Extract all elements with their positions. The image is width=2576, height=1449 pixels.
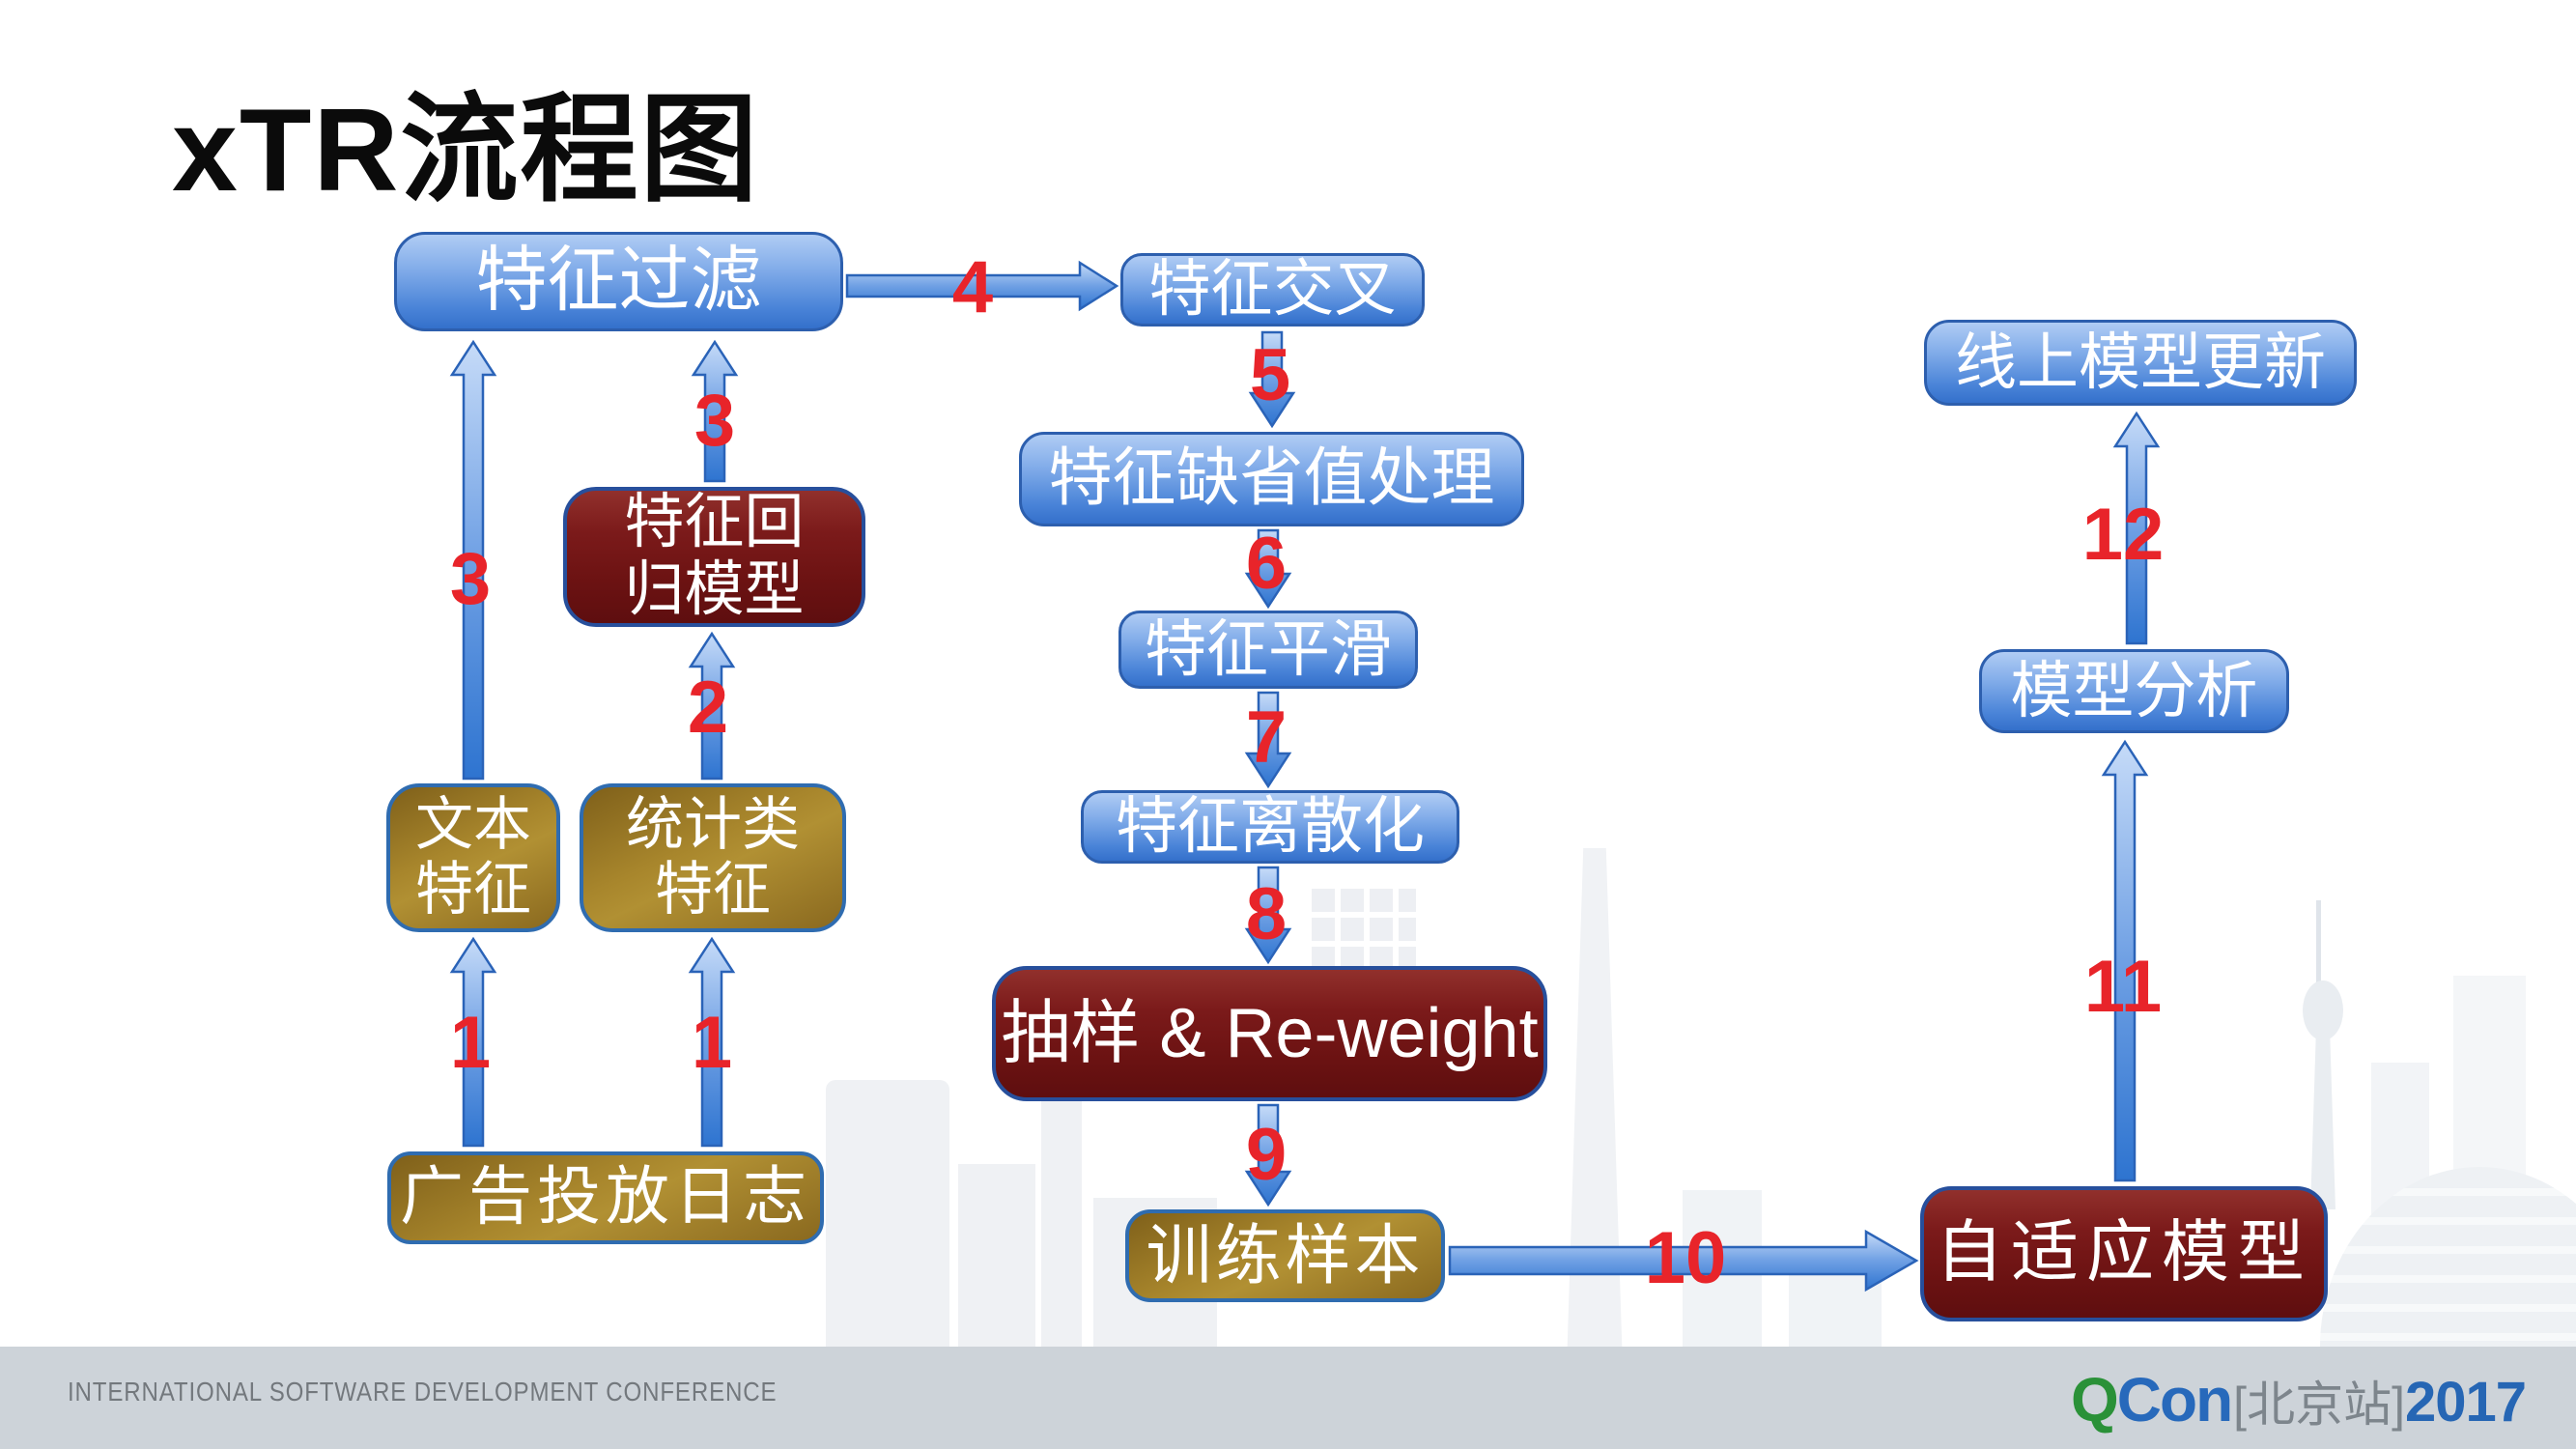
step-label-6: 6 bbox=[1245, 523, 1288, 605]
step-label-8: 8 bbox=[1245, 873, 1288, 955]
arrow-step1-right-icon bbox=[688, 936, 736, 1148]
arrow-step1-left-icon bbox=[449, 936, 497, 1148]
node-label: 抽样 & Re-weight bbox=[1001, 994, 1539, 1072]
node-feature-regression-model: 特征回 归模型 bbox=[563, 487, 865, 627]
node-label-line1: 统计类 bbox=[626, 792, 800, 857]
node-feature-filter: 特征过滤 bbox=[394, 232, 843, 331]
node-adaptive-model: 自适应模型 bbox=[1920, 1186, 2328, 1321]
node-missing-value-handling: 特征缺省值处理 bbox=[1019, 432, 1524, 526]
node-feature-smoothing: 特征平滑 bbox=[1118, 611, 1418, 689]
node-label: 自适应模型 bbox=[1936, 1215, 2312, 1291]
step-label-10: 10 bbox=[1644, 1217, 1727, 1299]
arrow-step3-mid-icon bbox=[691, 339, 739, 483]
node-label: 模型分析 bbox=[2010, 656, 2258, 725]
node-label-line1: 文本 bbox=[415, 792, 531, 857]
arrow-step3-left-icon bbox=[449, 339, 497, 781]
arrow-step8-icon bbox=[1244, 866, 1292, 965]
node-ad-serving-logs: 广告投放日志 bbox=[387, 1151, 824, 1244]
arrow-step4-icon bbox=[845, 260, 1119, 312]
arrow-step10-icon bbox=[1448, 1229, 1919, 1293]
arrow-step5-icon bbox=[1248, 330, 1296, 429]
node-label: 特征交叉 bbox=[1148, 255, 1397, 325]
node-label: 特征离散化 bbox=[1116, 792, 1425, 862]
qcon-logo-q: Q bbox=[2070, 1365, 2119, 1435]
step-label-2: 2 bbox=[687, 667, 729, 749]
qcon-logo: Q Con [北京站] 2017 bbox=[2070, 1364, 2527, 1435]
node-label: 特征过滤 bbox=[475, 242, 762, 322]
step-label-4: 4 bbox=[951, 246, 994, 328]
step-label-9: 9 bbox=[1245, 1114, 1288, 1196]
step-label-11: 11 bbox=[2083, 946, 2163, 1028]
step-label-1-right: 1 bbox=[691, 1002, 733, 1084]
arrow-step7-icon bbox=[1244, 691, 1292, 789]
skyline-building-block-icon bbox=[958, 1164, 1035, 1347]
step-label-1-left: 1 bbox=[449, 1002, 492, 1084]
node-feature-discretization: 特征离散化 bbox=[1081, 790, 1459, 864]
step-label-3-mid: 3 bbox=[694, 380, 736, 462]
node-label: 特征缺省值处理 bbox=[1048, 443, 1495, 515]
skyline-tv-tower-ball-icon bbox=[2303, 980, 2343, 1040]
arrow-step2-icon bbox=[688, 631, 736, 781]
page-title: xTR流程图 bbox=[172, 84, 760, 215]
step-label-7: 7 bbox=[1245, 696, 1288, 779]
node-label: 线上模型更新 bbox=[1955, 327, 2326, 397]
node-training-samples: 训练样本 bbox=[1125, 1209, 1445, 1302]
step-label-3-left: 3 bbox=[449, 538, 492, 620]
arrow-step12-icon bbox=[2112, 411, 2161, 645]
node-label: 特征平滑 bbox=[1145, 614, 1392, 684]
node-label-line2: 特征 bbox=[415, 858, 531, 922]
node-label-line1: 特征回 bbox=[624, 490, 805, 556]
arrow-step6-icon bbox=[1244, 528, 1292, 610]
step-label-5: 5 bbox=[1249, 334, 1291, 416]
node-label: 广告投放日志 bbox=[400, 1162, 811, 1234]
qcon-logo-con: Con bbox=[2116, 1365, 2233, 1435]
node-online-model-update: 线上模型更新 bbox=[1924, 320, 2357, 406]
node-sampling-reweight: 抽样 & Re-weight bbox=[992, 966, 1547, 1101]
node-label-line2: 归模型 bbox=[624, 556, 805, 623]
conference-name: INTERNATIONAL SOFTWARE DEVELOPMENT CONFE… bbox=[68, 1377, 778, 1406]
node-label-line2: 特征 bbox=[655, 858, 771, 922]
skyline-building-block-icon bbox=[826, 1080, 949, 1347]
qcon-logo-station: [北京站] bbox=[2233, 1378, 2405, 1432]
qcon-logo-year: 2017 bbox=[2404, 1371, 2527, 1434]
node-label: 训练样本 bbox=[1146, 1218, 1425, 1293]
node-statistical-features: 统计类 特征 bbox=[580, 783, 846, 932]
skyline-spire-icon bbox=[2316, 900, 2321, 992]
arrow-step9-icon bbox=[1244, 1103, 1292, 1208]
step-label-12: 12 bbox=[2081, 494, 2165, 576]
footer-bar: INTERNATIONAL SOFTWARE DEVELOPMENT CONFE… bbox=[0, 1347, 2576, 1449]
node-text-features: 文本 特征 bbox=[386, 783, 560, 932]
node-model-analysis: 模型分析 bbox=[1979, 649, 2289, 733]
node-feature-cross: 特征交叉 bbox=[1120, 253, 1425, 327]
arrow-step11-icon bbox=[2101, 739, 2149, 1182]
